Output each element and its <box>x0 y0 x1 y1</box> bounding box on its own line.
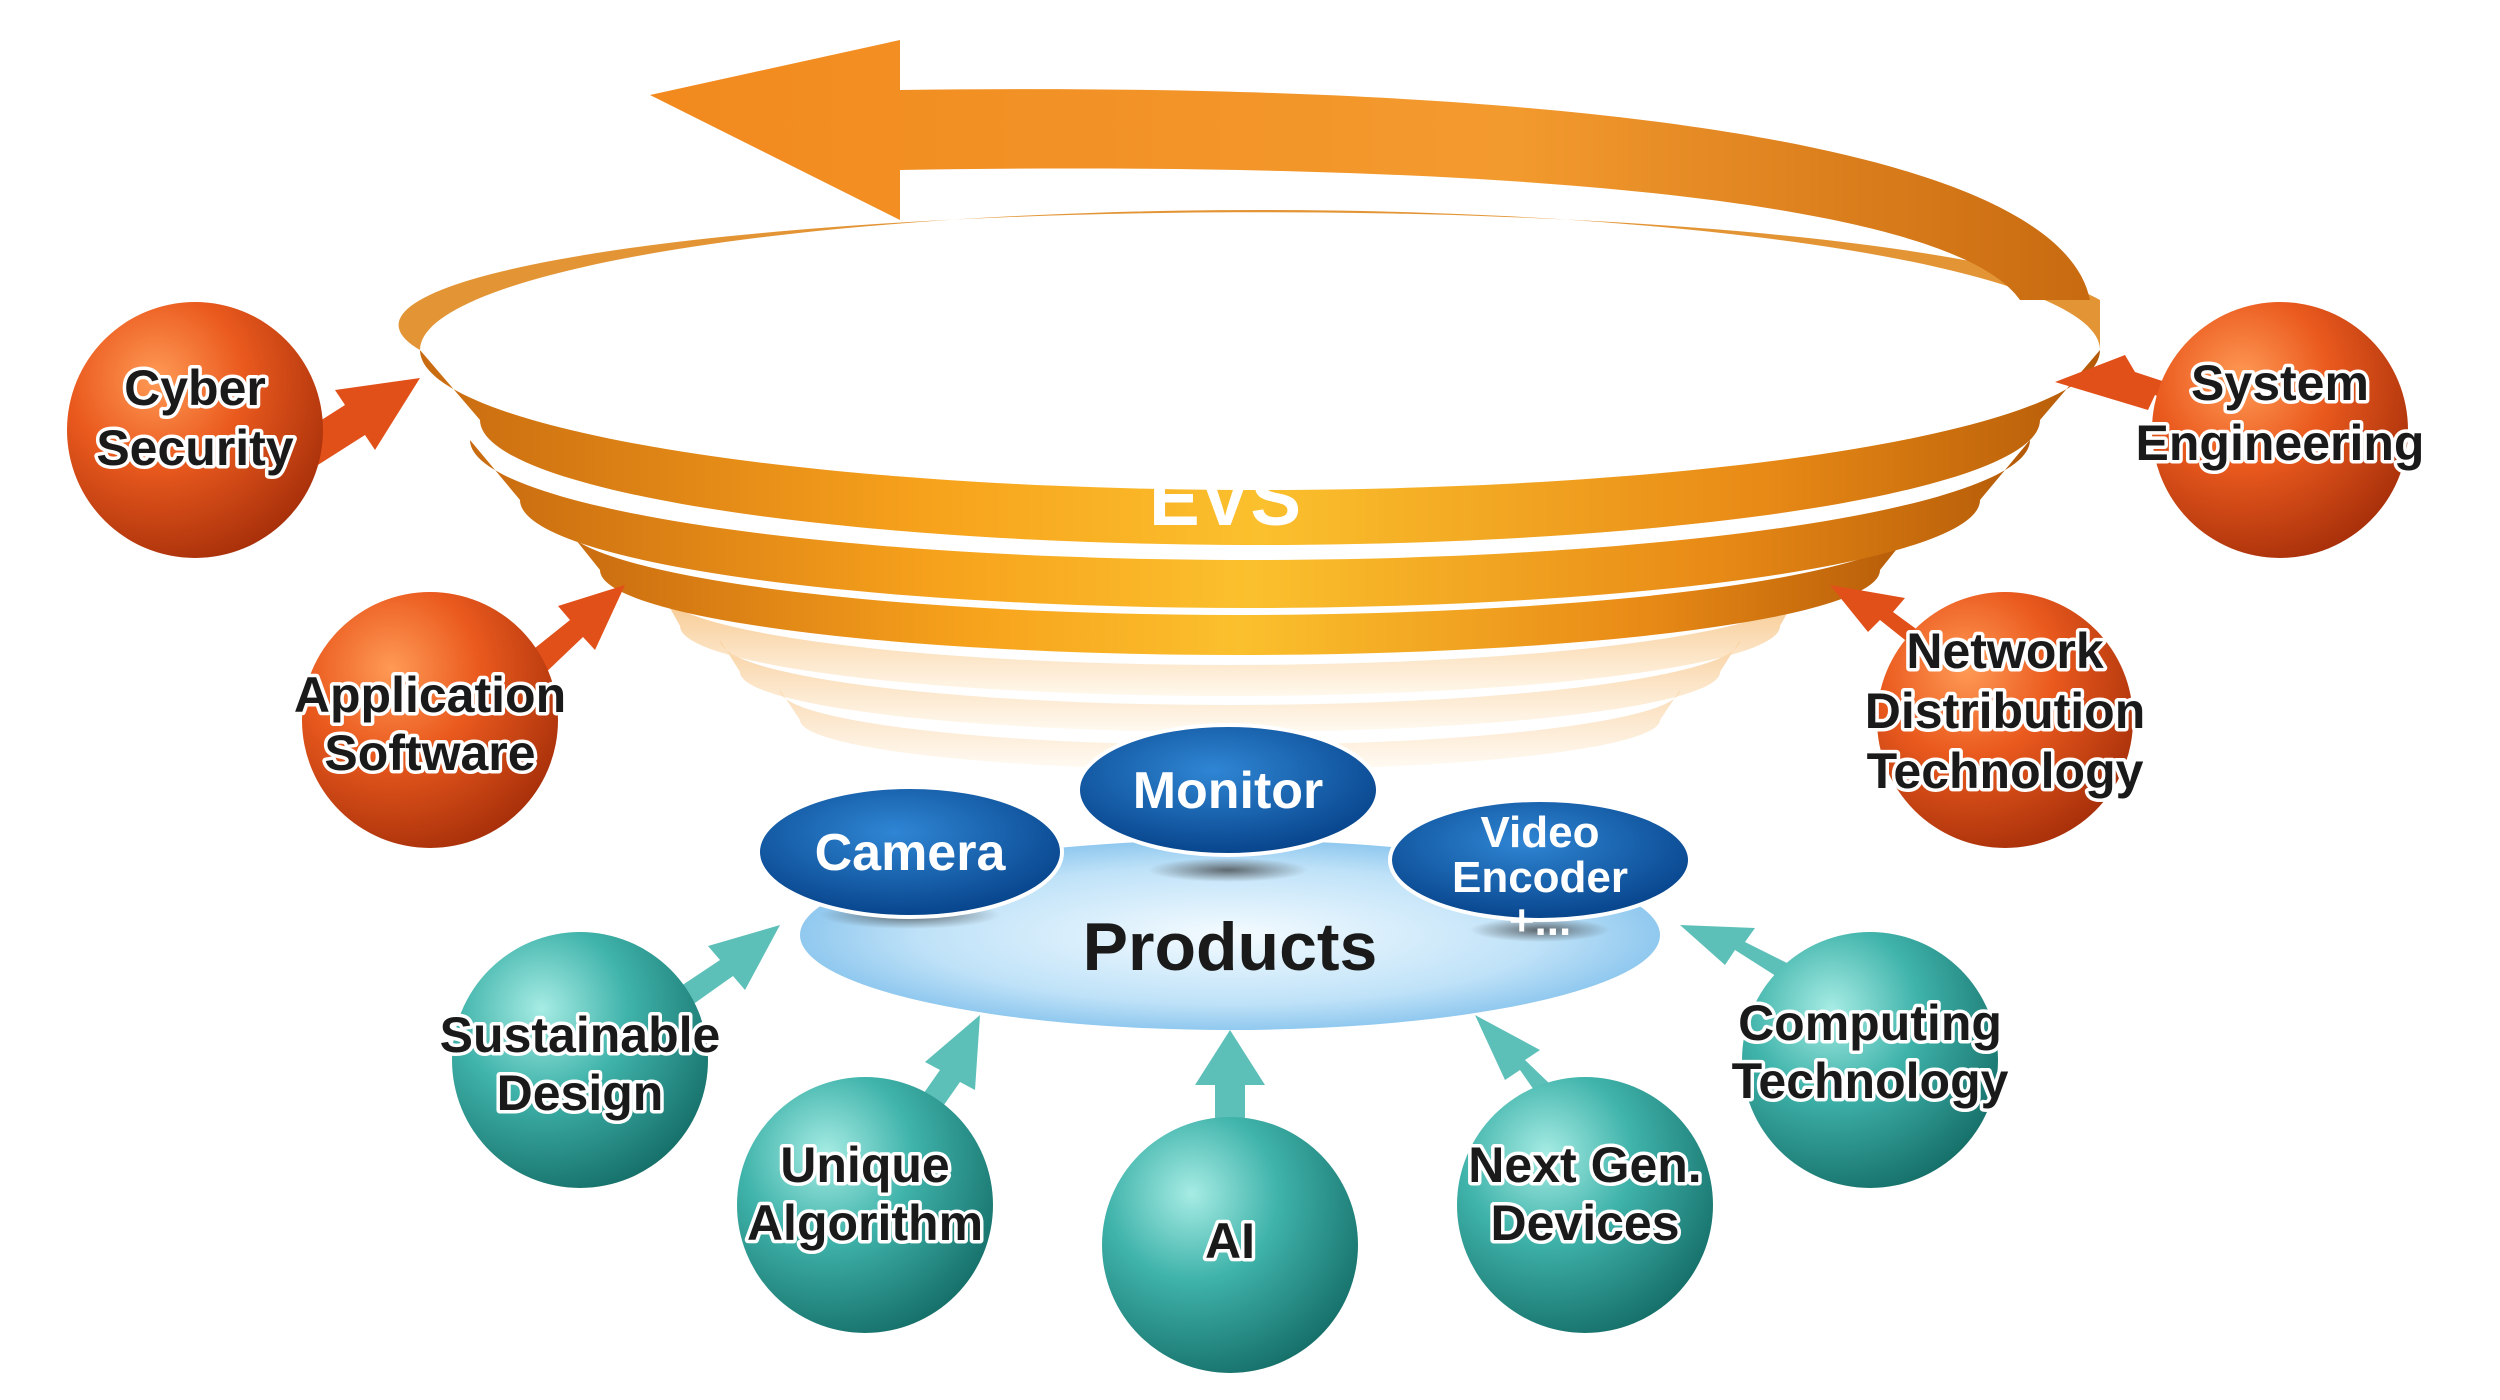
factor-label-line-1: Network <box>1906 623 2103 679</box>
product-camera-label: Camera <box>815 824 1007 882</box>
factor-label-line-1: Application <box>294 667 566 723</box>
arrow-icon <box>2055 355 2210 420</box>
factor-unique-algorithm: Unique Algorithm <box>737 1015 993 1333</box>
swirl-top-arrow <box>650 40 2090 300</box>
factor-label-line-2: Algorithm <box>747 1195 983 1251</box>
swirl-fade-ring-2 <box>720 640 1740 732</box>
factor-label-line-1: Sustainable <box>440 1007 721 1063</box>
factor-label-line-1: System <box>2191 355 2369 411</box>
swirl-fade-ring-1 <box>660 590 1800 696</box>
product-oval <box>1388 798 1692 922</box>
factor-label-line-1: Computing <box>1738 995 2002 1051</box>
product-shadow <box>1470 918 1610 942</box>
platform-label: Products <box>1083 909 1378 985</box>
product-video-encoder: Video Encoder +... <box>1388 798 1692 945</box>
product-encoder-line-2: Encoder <box>1452 853 1628 902</box>
factor-label-line-2: Devices <box>1490 1195 1679 1251</box>
factor-label-line-1: Cyber <box>124 360 266 416</box>
factor-ball <box>1742 932 1998 1188</box>
swirl-ring-back <box>398 210 2100 350</box>
factor-ball <box>737 1077 993 1333</box>
factor-label-line-1: Next Gen. <box>1468 1137 1701 1193</box>
factor-label-line-2: Engineering <box>2136 415 2425 471</box>
swirl-ring-lower <box>560 520 1920 655</box>
factor-ball <box>67 302 323 558</box>
factor-system-engineering: System Engineering <box>2055 302 2428 558</box>
factor-label-line-1: Unique <box>780 1137 949 1193</box>
factor-ball <box>302 592 558 848</box>
factor-cyber-security: Cyber Security <box>67 302 420 558</box>
arrow-icon <box>290 378 420 470</box>
arrow-icon <box>1195 1030 1265 1140</box>
factor-ball <box>1102 1117 1358 1373</box>
arrow-icon <box>520 585 625 678</box>
factor-computing-technology: Computing Technology <box>1680 925 2012 1188</box>
product-camera: Camera <box>756 785 1064 929</box>
arrow-icon <box>660 925 780 1015</box>
products-platform: Products Camera Monitor Video Encoder +.… <box>756 723 1692 1030</box>
factor-application-software: Application Software <box>290 585 625 848</box>
factor-sustainable-design: Sustainable Design <box>436 925 780 1188</box>
factor-label-line-2: Design <box>497 1065 664 1121</box>
factor-next-gen-devices: Next Gen. Devices <box>1457 1015 1713 1333</box>
factor-ai: AI <box>1102 1030 1358 1373</box>
factor-label-line-2: Software <box>324 725 535 781</box>
product-oval <box>756 785 1064 919</box>
product-monitor: Monitor <box>1076 723 1380 882</box>
factor-label-line-2: Distribution <box>1865 683 2146 739</box>
factor-ball <box>1457 1077 1713 1333</box>
factor-label-line-2: Security <box>96 420 294 476</box>
product-encoder-line-3: +... <box>1509 896 1571 945</box>
factor-network-distribution: Network Distribution Technology <box>1830 585 2149 848</box>
swirl-ring-middle <box>470 440 2030 608</box>
factor-ball <box>452 932 708 1188</box>
product-shadow <box>1148 858 1308 882</box>
evs-swirl: EVS <box>398 40 2100 770</box>
factor-label-line-3: Technology <box>1867 743 2144 799</box>
swirl-label: EVS <box>1149 457 1301 542</box>
product-monitor-label: Monitor <box>1133 762 1324 820</box>
product-oval <box>1076 723 1380 857</box>
arrow-icon <box>1680 925 1805 985</box>
factor-ball <box>1877 592 2133 848</box>
swirl-fade-ring-3 <box>780 690 1680 770</box>
factor-label-line-2: Technology <box>1732 1053 2009 1109</box>
factor-label-line-1: AI <box>1205 1213 1255 1269</box>
swirl-ring-top <box>420 350 2100 545</box>
product-encoder-line-1: Video <box>1480 808 1599 857</box>
factor-ball <box>2152 302 2408 558</box>
